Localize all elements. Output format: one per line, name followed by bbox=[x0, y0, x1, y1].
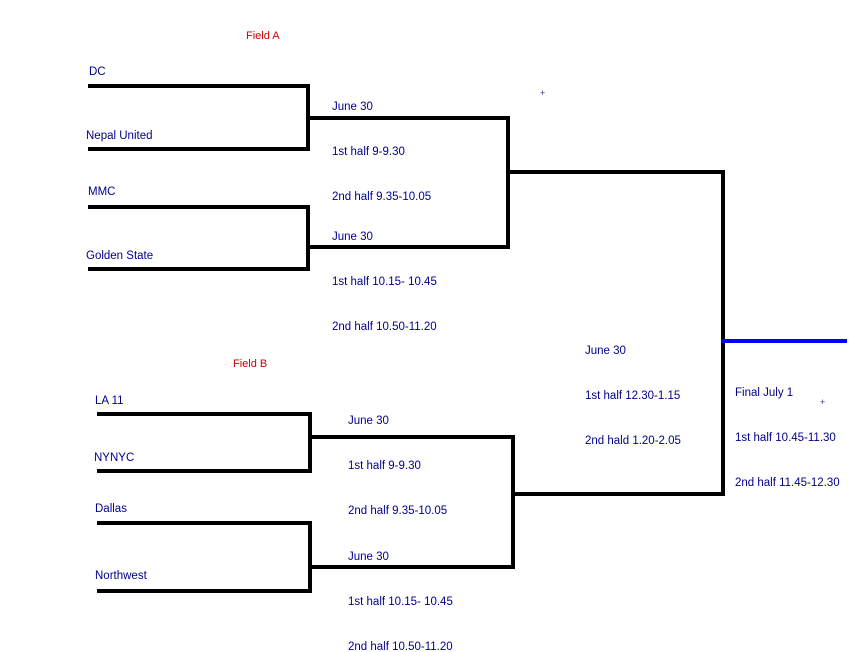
field-a-label: Field A bbox=[246, 30, 280, 42]
match-3-second-half: 2nd half 9.35-10.05 bbox=[348, 505, 448, 517]
bracket-connector-match-2 bbox=[306, 205, 310, 271]
bracket-line-nynyc bbox=[97, 469, 312, 473]
round2-top-upper-line bbox=[306, 116, 510, 120]
match-1-date: June 30 bbox=[332, 101, 373, 113]
match-info-match-2: June 30 1st half 10.15- 10.45 2nd half 1… bbox=[332, 200, 437, 365]
match-2-date: June 30 bbox=[332, 231, 373, 243]
match-info-match-3: June 30 1st half 9-9.30 2nd half 9.35-10… bbox=[348, 384, 447, 549]
semifinal-top-output-line bbox=[506, 170, 725, 174]
final-second-half: 2nd half 11.45-12.30 bbox=[735, 477, 840, 489]
team-label-nynyc: NYNYC bbox=[94, 452, 135, 464]
bracket-connector-match-4 bbox=[308, 521, 312, 593]
team-label-dallas: Dallas bbox=[95, 503, 127, 515]
bracket-line-mmc bbox=[88, 205, 310, 209]
match-3-first-half: 1st half 9-9.30 bbox=[348, 460, 421, 472]
final-connector-spine bbox=[721, 170, 725, 496]
bracket-line-dc bbox=[88, 84, 310, 88]
semifinal-date: June 30 bbox=[585, 345, 626, 357]
final-output-line bbox=[721, 339, 847, 343]
round2-bottom-upper-line bbox=[308, 435, 515, 439]
match-4-date: June 30 bbox=[348, 551, 389, 563]
speck-artifact-bottom: + bbox=[820, 397, 826, 407]
team-label-dc: DC bbox=[89, 66, 106, 78]
match-1-first-half: 1st half 9-9.30 bbox=[332, 146, 405, 158]
round2-top-lower-line bbox=[306, 245, 510, 249]
match-4-second-half: 2nd half 10.50-11.20 bbox=[348, 641, 453, 652]
match-4-first-half: 1st half 10.15- 10.45 bbox=[348, 596, 453, 608]
match-1-second-half: 2nd half 9.35-10.05 bbox=[332, 191, 432, 203]
match-2-first-half: 1st half 10.15- 10.45 bbox=[332, 276, 437, 288]
team-label-mmc: MMC bbox=[88, 186, 116, 198]
team-label-la-11: LA 11 bbox=[95, 395, 124, 407]
match-2-second-half: 2nd half 10.50-11.20 bbox=[332, 321, 437, 333]
semifinal-first-half: 1st half 12.30-1.15 bbox=[585, 390, 681, 402]
match-info-final: Final July 1 1st half 10.45-11.30 2nd ha… bbox=[735, 356, 840, 521]
bracket-connector-match-3 bbox=[308, 412, 312, 473]
round2-bottom-connector bbox=[511, 435, 515, 569]
final-date: Final July 1 bbox=[735, 387, 794, 399]
bracket-line-nepal-united bbox=[88, 147, 310, 151]
semifinal-second-half: 2nd hald 1.20-2.05 bbox=[585, 435, 681, 447]
team-label-golden-state: Golden State bbox=[86, 250, 154, 262]
team-label-nepal-united: Nepal United bbox=[86, 130, 153, 142]
bracket-line-northwest bbox=[97, 589, 312, 593]
semifinal-bottom-output-line bbox=[511, 492, 725, 496]
bracket-line-dallas bbox=[97, 521, 312, 525]
round2-bottom-lower-line bbox=[308, 565, 515, 569]
round2-top-connector bbox=[506, 116, 510, 249]
team-label-northwest: Northwest bbox=[95, 570, 147, 582]
bracket-line-la-11 bbox=[97, 412, 312, 416]
bracket-line-golden-state bbox=[88, 267, 310, 271]
match-info-match-1: June 30 1st half 9-9.30 2nd half 9.35-10… bbox=[332, 70, 431, 235]
speck-artifact-top: + bbox=[540, 88, 546, 98]
final-first-half: 1st half 10.45-11.30 bbox=[735, 432, 836, 444]
field-b-label: Field B bbox=[233, 358, 268, 370]
match-info-match-4: June 30 1st half 10.15- 10.45 2nd half 1… bbox=[348, 520, 453, 652]
match-info-semifinal: June 30 1st half 12.30-1.15 2nd hald 1.2… bbox=[585, 314, 681, 479]
match-3-date: June 30 bbox=[348, 415, 389, 427]
